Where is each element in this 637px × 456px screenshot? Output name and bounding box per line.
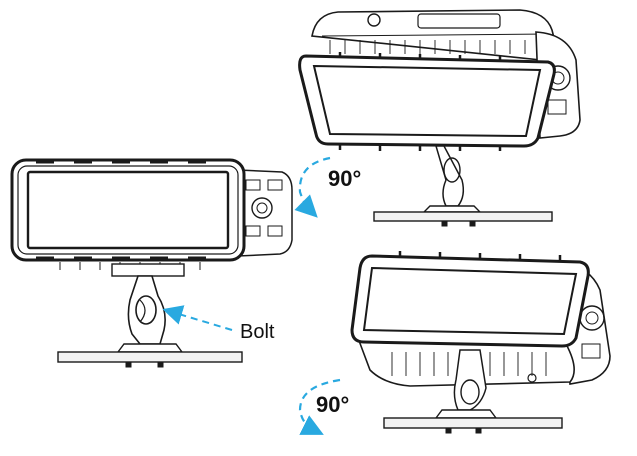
tilted-up-view bbox=[298, 9, 581, 227]
rotation-arrow-top bbox=[294, 156, 331, 218]
bolt-arrow bbox=[162, 305, 233, 331]
front-upright-view bbox=[10, 158, 293, 368]
rotation-label-top: 90° bbox=[328, 166, 361, 191]
rotation-label-bottom: 90° bbox=[316, 392, 349, 417]
rotation-arrow-bottom bbox=[298, 378, 341, 435]
tilted-down-view bbox=[350, 251, 611, 434]
bolt-label: Bolt bbox=[240, 321, 275, 343]
